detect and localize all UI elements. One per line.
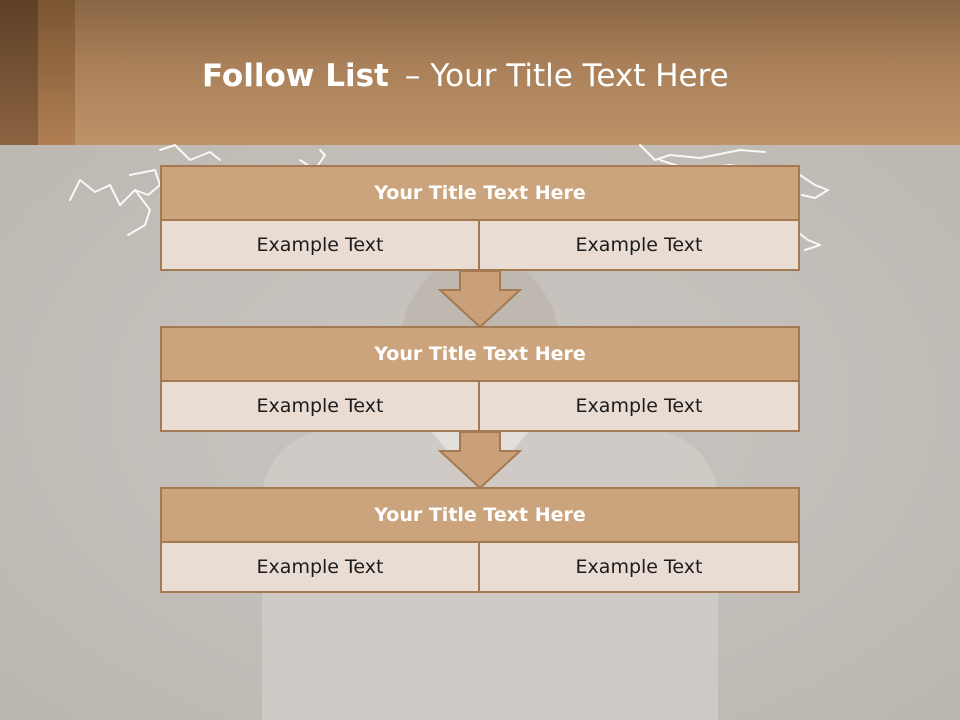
block-title: Your Title Text Here bbox=[160, 326, 800, 382]
follow-block-3: Your Title Text Here Example Text Exampl… bbox=[160, 487, 800, 593]
block-cell-left: Example Text bbox=[160, 382, 480, 432]
header-band bbox=[0, 0, 960, 145]
slide-title-rest: Your Title Text Here bbox=[430, 58, 729, 94]
header-accent-mid bbox=[38, 0, 75, 145]
block-cell-right: Example Text bbox=[480, 221, 800, 271]
slide-title: Follow List–Your Title Text Here bbox=[202, 54, 729, 98]
header-accent-dark bbox=[0, 0, 38, 145]
block-title: Your Title Text Here bbox=[160, 165, 800, 221]
block-row: Example Text Example Text bbox=[160, 221, 800, 271]
block-cell-right: Example Text bbox=[480, 382, 800, 432]
slide-title-separator: – bbox=[404, 58, 421, 94]
slide-title-bold: Follow List bbox=[202, 58, 389, 94]
block-row: Example Text Example Text bbox=[160, 543, 800, 593]
block-cell-left: Example Text bbox=[160, 543, 480, 593]
block-cell-left: Example Text bbox=[160, 221, 480, 271]
follow-block-2: Your Title Text Here Example Text Exampl… bbox=[160, 326, 800, 432]
follow-block-1: Your Title Text Here Example Text Exampl… bbox=[160, 165, 800, 271]
block-title: Your Title Text Here bbox=[160, 487, 800, 543]
block-cell-right: Example Text bbox=[480, 543, 800, 593]
block-row: Example Text Example Text bbox=[160, 382, 800, 432]
down-arrow-icon bbox=[438, 270, 522, 328]
down-arrow-icon bbox=[438, 431, 522, 489]
